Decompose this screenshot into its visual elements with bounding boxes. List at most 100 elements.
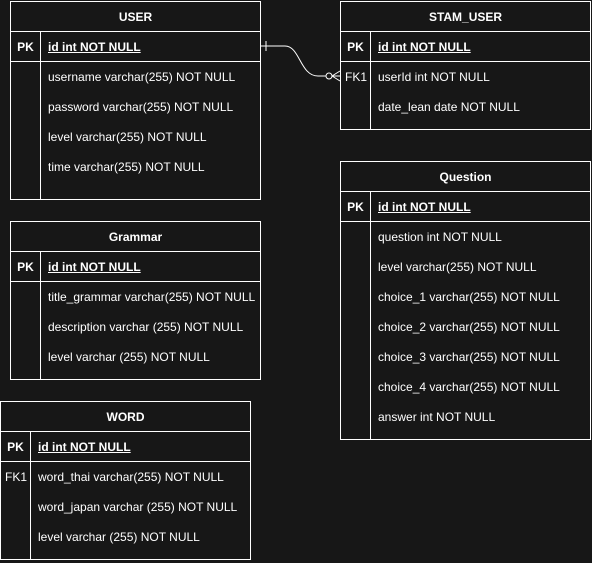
key-label: FK1 [4,470,27,484]
entity-title: Question [341,162,590,192]
key-label [341,282,371,312]
field-label: level varchar (255) NOT NULL [48,350,210,364]
field-column: username varchar(255) NOT NULL password … [41,62,260,199]
key-label: PK [341,192,371,221]
field-label: time varchar(255) NOT NULL [48,160,205,174]
attribute-row[interactable]: level varchar (255) NOT NULL [41,342,260,372]
attribute-row[interactable]: answer int NOT NULL [371,402,590,432]
field-label: level varchar (255) NOT NULL [38,530,200,544]
key-label [341,92,371,122]
field-label: id int NOT NULL [378,40,471,54]
attribute-row[interactable]: choice_2 varchar(255) NOT NULL [371,312,590,342]
attribute-row[interactable]: choice_3 varchar(255) NOT NULL [371,342,590,372]
entity-title: WORD [1,402,250,432]
key-column: FK1 [341,62,371,129]
key-label [341,372,371,402]
attribute-row[interactable]: word_japan varchar (255) NOT NULL [31,492,250,522]
key-label [341,222,371,252]
field-label: id int NOT NULL [48,260,141,274]
field-label: id int NOT NULL [48,40,141,54]
field-column: userId int NOT NULL date_lean date NOT N… [371,62,590,129]
entity-title: USER [11,2,260,32]
field-label: username varchar(255) NOT NULL [48,70,236,84]
attribute-row[interactable]: question int NOT NULL [371,222,590,252]
entity-title: STAM_USER [341,2,590,32]
key-label: PK [341,32,371,61]
key-label [11,312,41,342]
entity-grammar[interactable]: Grammar PK id int NOT NULL title_grammar… [10,221,261,380]
pk-row[interactable]: PK id int NOT NULL [341,32,590,62]
entity-stam-user[interactable]: STAM_USER PK id int NOT NULL FK1 userId … [340,1,591,130]
key-label: PK [11,32,41,61]
key-label [11,92,41,122]
attribute-row[interactable]: level varchar (255) NOT NULL [31,522,250,552]
field-column: question int NOT NULL level varchar(255)… [371,222,590,439]
key-label [1,492,31,522]
attribute-list: title_grammar varchar(255) NOT NULL desc… [11,282,260,379]
field-label: id int NOT NULL [378,200,471,214]
key-label [1,522,31,552]
attribute-row[interactable]: choice_4 varchar(255) NOT NULL [371,372,590,402]
attribute-list: FK1 word_thai varchar(255) NOT NULL word… [1,462,250,559]
field-label: answer int NOT NULL [378,410,496,424]
entity-title: Grammar [11,222,260,252]
attribute-list: username varchar(255) NOT NULL password … [11,62,260,199]
key-column [11,62,41,199]
field-label: date_lean date NOT NULL [378,100,520,114]
key-column [341,222,371,439]
key-label [341,342,371,372]
key-label [11,152,41,182]
pk-row[interactable]: PK id int NOT NULL [1,432,250,462]
key-column: FK1 [1,462,31,559]
key-label [11,342,41,372]
key-label: PK [1,432,31,461]
field-label: userId int NOT NULL [378,70,490,84]
crowfoot-marker [331,75,341,82]
attribute-row[interactable]: date_lean date NOT NULL [371,92,590,122]
key-label [11,122,41,152]
key-label: FK1 [344,70,367,84]
pk-row[interactable]: PK id int NOT NULL [11,32,260,62]
crowfoot-marker [331,70,341,77]
key-label [341,402,371,432]
field-label: level varchar(255) NOT NULL [378,260,537,274]
key-label: PK [11,252,41,281]
field-label: title_grammar varchar(255) NOT NULL [48,290,256,304]
attribute-row[interactable]: word_thai varchar(255) NOT NULL [31,462,250,492]
attribute-row[interactable]: level varchar(255) NOT NULL [371,252,590,282]
key-label [341,252,371,282]
key-label [341,312,371,342]
attribute-row[interactable]: userId int NOT NULL [371,62,590,92]
attribute-row[interactable]: title_grammar varchar(255) NOT NULL [41,282,260,312]
field-label: password varchar(255) NOT NULL [48,100,234,114]
key-label [11,62,41,92]
field-label: description varchar (255) NOT NULL [48,320,244,334]
attribute-row[interactable]: level varchar(255) NOT NULL [41,122,260,152]
field-label: choice_2 varchar(255) NOT NULL [378,320,560,334]
attribute-row[interactable]: password varchar(255) NOT NULL [41,92,260,122]
field-label: choice_1 varchar(255) NOT NULL [378,290,560,304]
entity-question[interactable]: Question PK id int NOT NULL question int… [340,161,591,440]
pk-row[interactable]: PK id int NOT NULL [11,252,260,282]
attribute-row[interactable]: time varchar(255) NOT NULL [41,152,260,182]
attribute-row[interactable]: description varchar (255) NOT NULL [41,312,260,342]
relationship-line [261,45,340,77]
key-label [11,282,41,312]
field-label: question int NOT NULL [378,230,502,244]
field-column: word_thai varchar(255) NOT NULL word_jap… [31,462,250,559]
attribute-row[interactable]: choice_1 varchar(255) NOT NULL [371,282,590,312]
key-column [11,282,41,379]
pk-row[interactable]: PK id int NOT NULL [341,192,590,222]
field-label: id int NOT NULL [38,440,131,454]
zero-marker [325,72,333,80]
field-label: choice_3 varchar(255) NOT NULL [378,350,560,364]
field-label: level varchar(255) NOT NULL [48,130,207,144]
attribute-row[interactable]: username varchar(255) NOT NULL [41,62,260,92]
field-label: word_thai varchar(255) NOT NULL [38,470,224,484]
field-label: word_japan varchar (255) NOT NULL [38,500,238,514]
entity-word[interactable]: WORD PK id int NOT NULL FK1 word_thai va… [0,401,251,560]
entity-user[interactable]: USER PK id int NOT NULL username varchar… [10,1,261,200]
field-label: choice_4 varchar(255) NOT NULL [378,380,560,394]
field-column: title_grammar varchar(255) NOT NULL desc… [41,282,260,379]
attribute-list: FK1 userId int NOT NULL date_lean date N… [341,62,590,129]
